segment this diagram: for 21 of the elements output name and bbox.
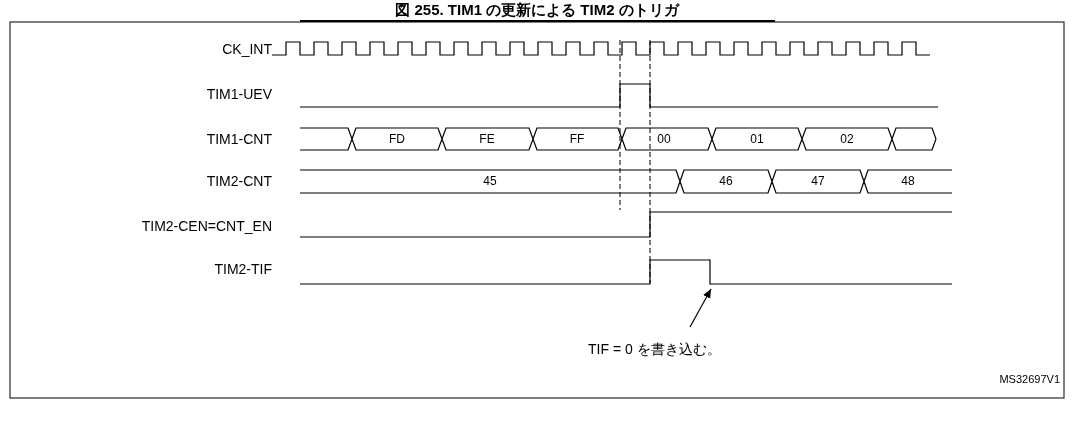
signal-name: TIM1-CNT [206,131,272,147]
signal-name: TIM2-CEN=CNT_EN [141,218,272,234]
leader-arrow [689,288,712,328]
bus-value: 01 [750,132,764,146]
signal-name: TIM1-UEV [206,86,272,102]
bus-value: 02 [840,132,854,146]
figure-title: 図 255. TIM1 の更新による TIM2 のトリガ [394,1,681,19]
bus-value: 48 [901,174,915,188]
bus-value: 45 [483,174,497,188]
bus-value: 46 [719,174,733,188]
annotation-text: TIF = 0 を書き込む。 [588,341,721,357]
signal-name: CK_INT [222,41,272,57]
figure-id: MS32697V1 [999,372,1060,387]
signal-name: TIM2-CNT [206,173,272,189]
bus-value: 00 [657,132,671,146]
bus-value: FD [389,132,405,146]
falling-edge [709,258,711,286]
bus-value: FF [569,132,585,146]
bus-value: 47 [811,174,825,188]
signal-name: TIM2-TIF [214,261,272,277]
bus-value: FE [479,132,495,146]
